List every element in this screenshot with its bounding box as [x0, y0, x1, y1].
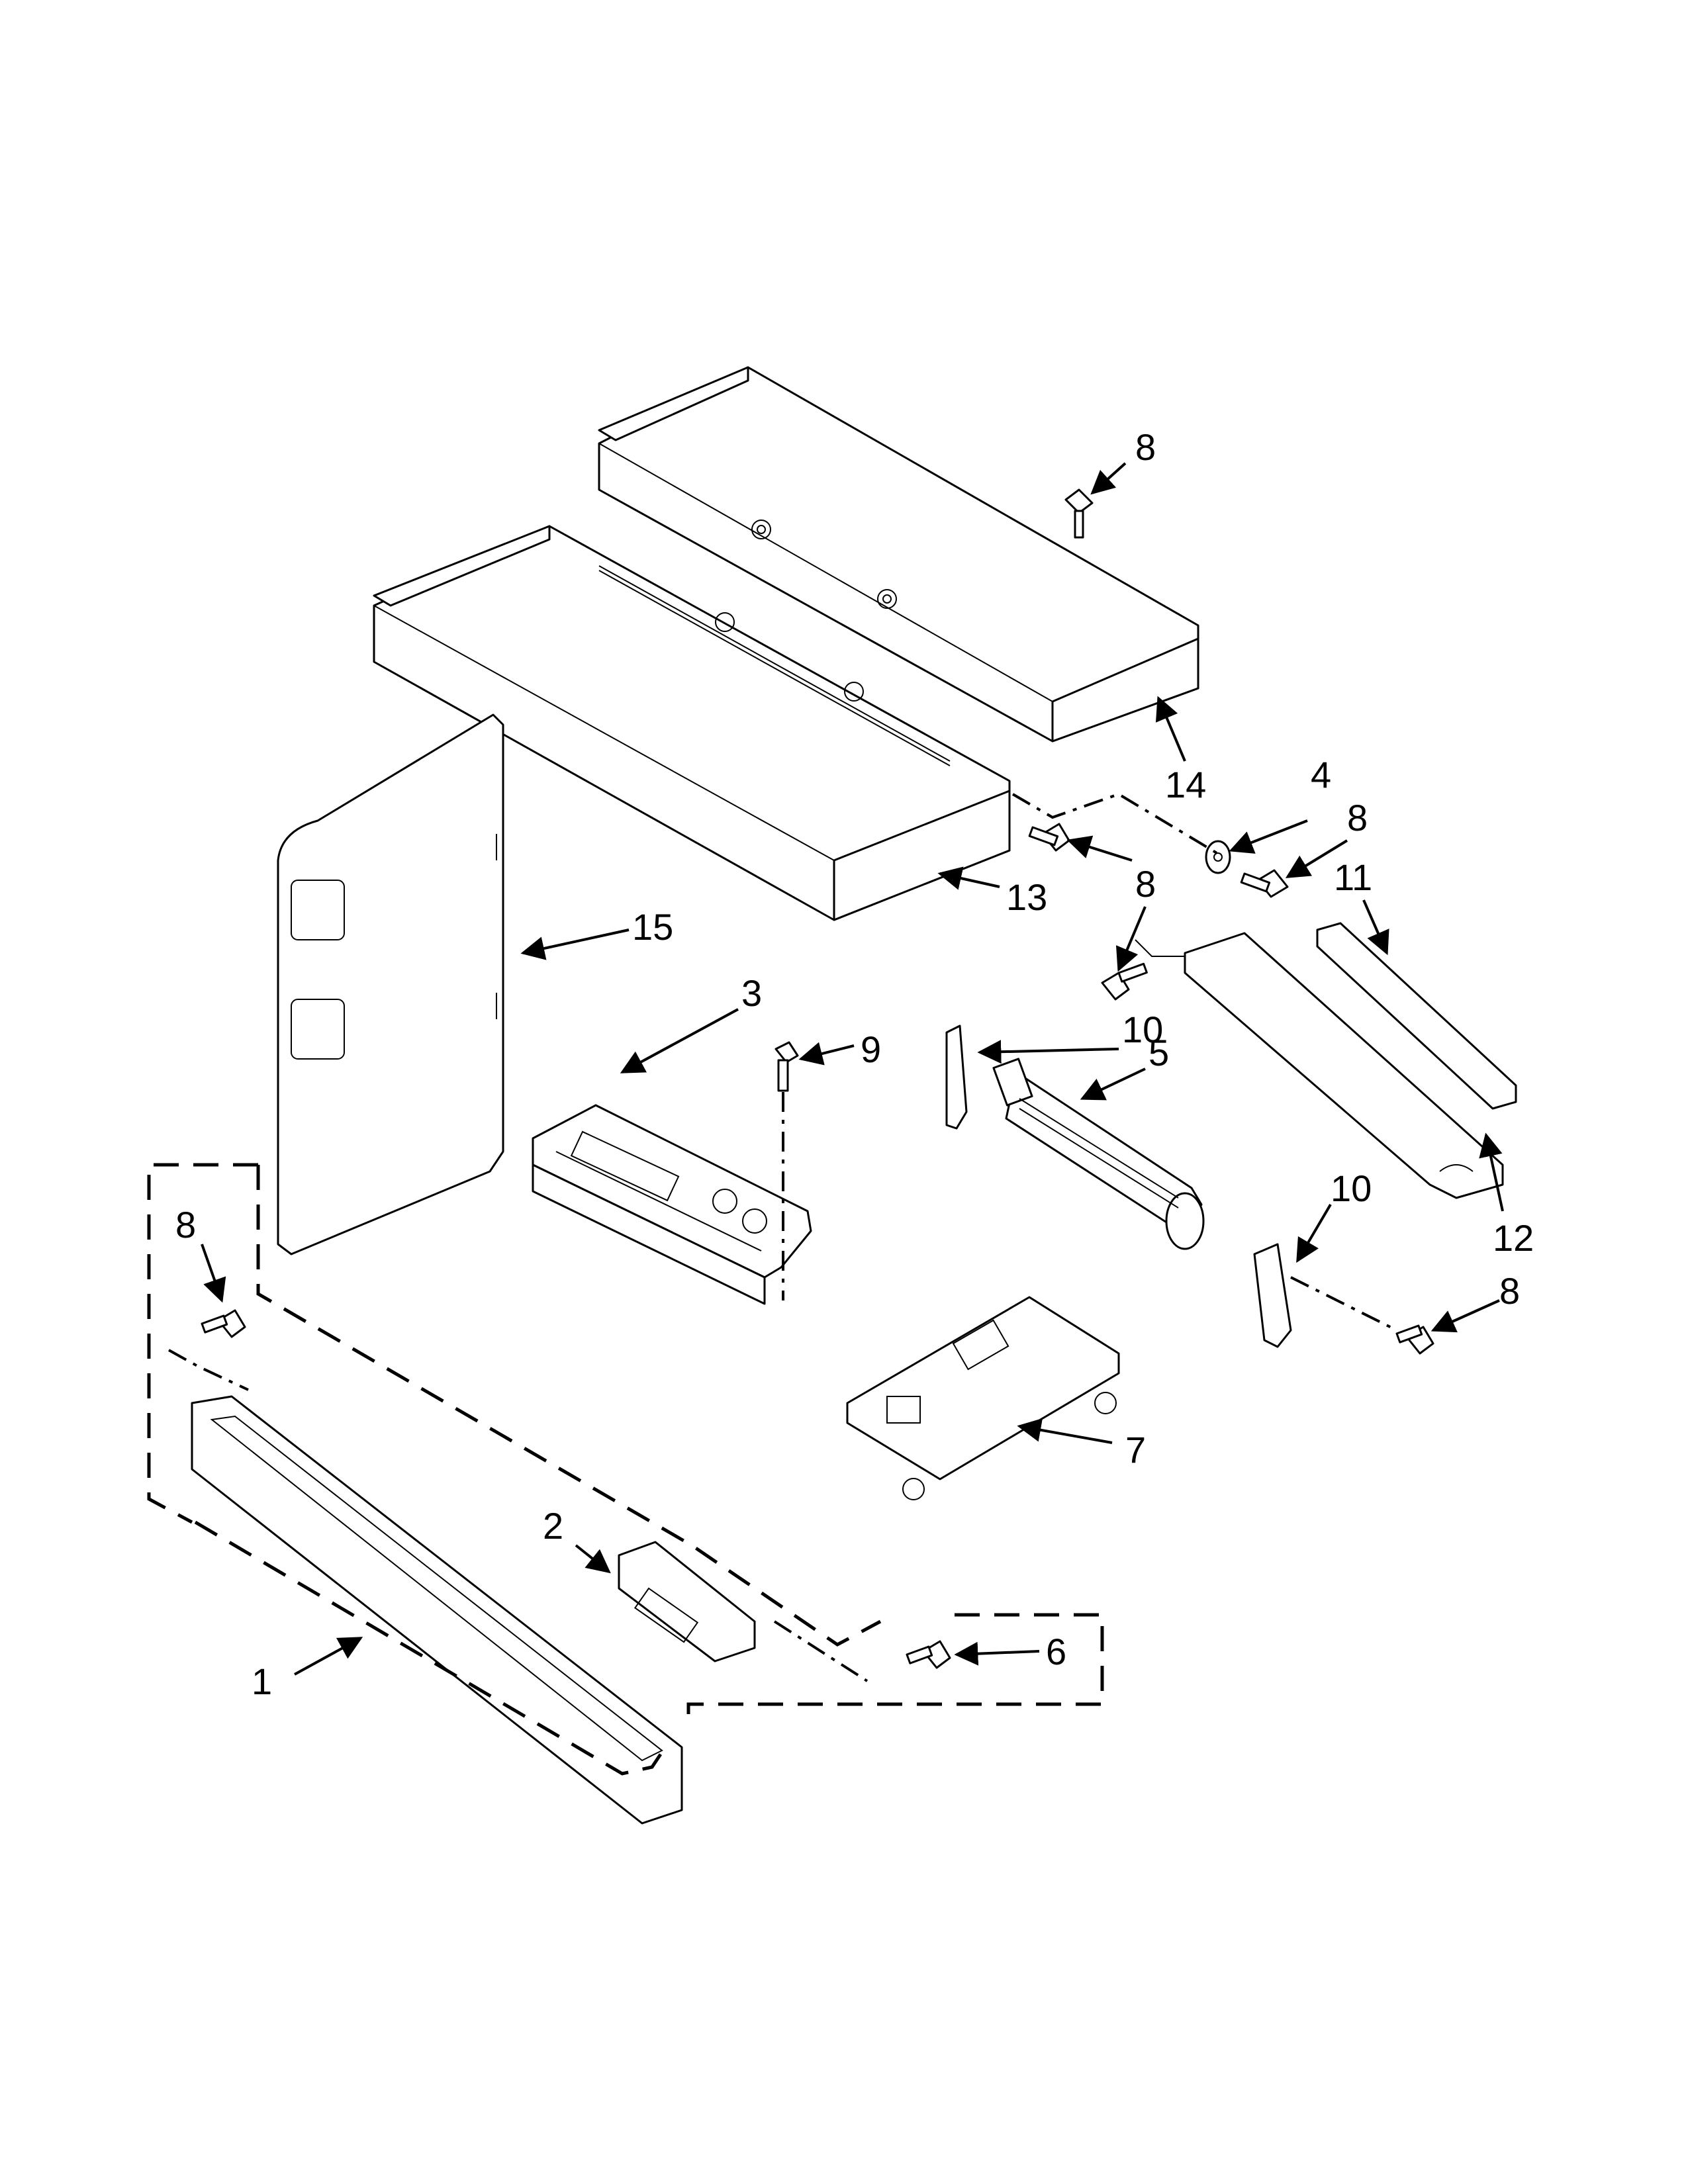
callout-13: 13	[1006, 876, 1047, 918]
part-12-bracket	[1135, 932, 1504, 1199]
callout-4: 4	[1311, 754, 1331, 796]
callout-3: 3	[741, 972, 762, 1014]
callout-15: 15	[632, 906, 673, 948]
callout-8: 8	[1135, 863, 1156, 905]
part-3-control-board	[532, 1104, 812, 1305]
part-8-screw-top	[1064, 488, 1094, 539]
part-13-front-cover	[373, 525, 1011, 921]
callout-labels: 8 14 4 8 8 13 11 15 3 9 10 5 10 12 8 7 8…	[175, 426, 1534, 1702]
assembly-lines	[147, 792, 1219, 1776]
callout-10: 10	[1122, 1009, 1163, 1050]
part-10-bracket-lower	[1253, 1243, 1397, 1348]
part-8-screw-lower-right	[1395, 1324, 1434, 1355]
part-8-screw-left	[201, 1309, 246, 1338]
callout-8: 8	[1347, 797, 1368, 839]
part-1-front-trim	[191, 1395, 683, 1825]
part-6-screw	[906, 1640, 951, 1669]
callout-7: 7	[1125, 1429, 1146, 1471]
part-8-screw-cover	[1028, 823, 1070, 852]
callout-2: 2	[543, 1505, 563, 1547]
callout-1: 1	[252, 1661, 272, 1702]
part-8-screw-right	[1240, 869, 1289, 898]
callout-9: 9	[861, 1028, 881, 1070]
callout-11: 11	[1334, 856, 1372, 898]
callout-8: 8	[1499, 1270, 1520, 1312]
part-8-screw-bracket	[1101, 962, 1148, 1001]
part-11-strip	[1316, 922, 1517, 1110]
part-9-screw	[774, 1041, 799, 1300]
callout-8: 8	[1135, 426, 1156, 468]
part-10-bracket-upper	[945, 1024, 968, 1130]
callout-14: 14	[1165, 764, 1206, 805]
callout-10: 10	[1331, 1167, 1372, 1209]
part-14-rear-cover	[598, 366, 1199, 743]
callout-8: 8	[175, 1204, 196, 1246]
callout-5: 5	[1149, 1032, 1169, 1073]
part-2-display-board	[618, 1541, 756, 1662]
part-5-blower	[992, 1058, 1205, 1250]
part-15-side-panel	[277, 713, 504, 1255]
callout-12: 12	[1493, 1217, 1534, 1259]
leader-arrows	[201, 462, 1504, 1676]
callout-6: 6	[1046, 1631, 1066, 1672]
part-7-power-board	[846, 1296, 1120, 1500]
part-4-washer	[1205, 840, 1231, 874]
